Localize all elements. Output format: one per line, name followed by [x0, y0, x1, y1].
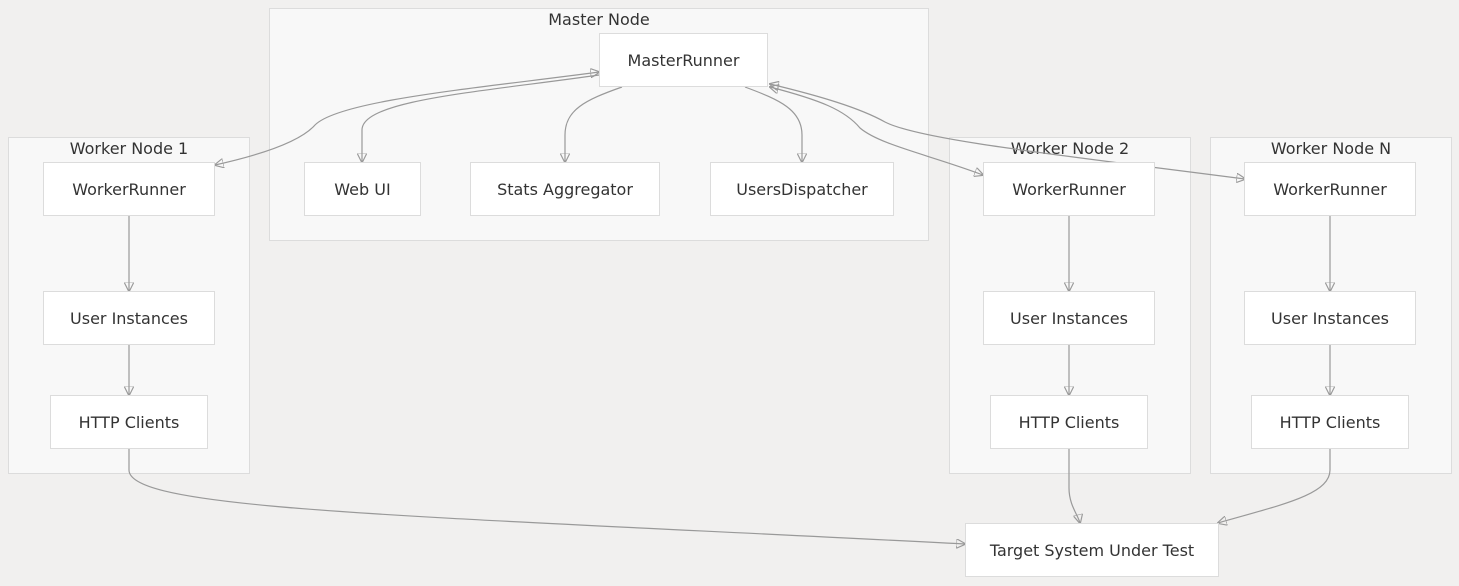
worker1-runner-node: WorkerRunner [43, 162, 215, 216]
worker-node-2-title: Worker Node 2 [1010, 139, 1130, 158]
worker-node-n-title: Worker Node N [1270, 139, 1392, 158]
workerN-user-instances-node: User Instances [1244, 291, 1416, 345]
worker2-http-clients-node: HTTP Clients [990, 395, 1148, 449]
web-ui-node: Web UI [304, 162, 421, 216]
worker1-http-clients-node: HTTP Clients [50, 395, 208, 449]
master-runner-node: MasterRunner [599, 33, 768, 87]
worker2-user-instances-node: User Instances [983, 291, 1155, 345]
workerN-runner-node: WorkerRunner [1244, 162, 1416, 216]
worker-node-1-title: Worker Node 1 [69, 139, 189, 158]
target-system-node: Target System Under Test [965, 523, 1219, 577]
master-node-title: Master Node [548, 10, 650, 29]
workerN-http-clients-node: HTTP Clients [1251, 395, 1409, 449]
worker2-runner-node: WorkerRunner [983, 162, 1155, 216]
stats-aggregator-node: Stats Aggregator [470, 162, 660, 216]
edge-w1-http-to-target [128, 449, 965, 544]
worker1-user-instances-node: User Instances [43, 291, 215, 345]
users-dispatcher-node: UsersDispatcher [710, 162, 894, 216]
